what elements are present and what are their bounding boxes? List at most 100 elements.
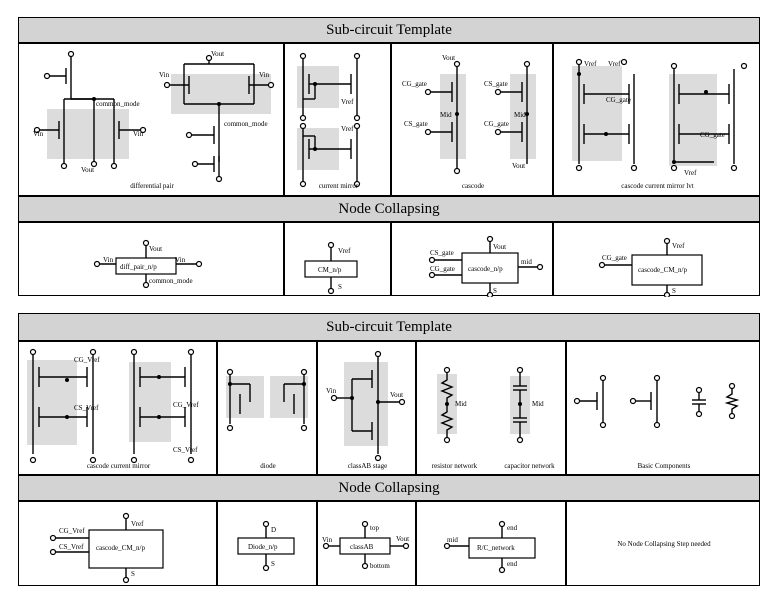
label-s: S [338,283,342,291]
label-top: top [370,524,379,532]
basic-components-schematic [573,374,740,429]
caption-cascode-current-mirror: cascode current mirror [86,462,151,470]
cascode-cm-lvt-schematic: Vref Vref CG_gate CG_gate Vref [572,58,748,177]
label-common-mode: common_mode [149,277,193,285]
cell-collapsed-cascode-cm: CG_gate Vref cascode_CM_n/p S [553,222,760,299]
label-end-top: end [507,524,518,532]
label-s: S [672,287,676,295]
label-vref-1: Vref [341,98,354,106]
label-s: S [131,570,135,578]
block-name: diff_pair_n/p [120,263,157,271]
label-vin-p-left: Vin [159,71,170,79]
label-vin-right: Vin [133,130,144,138]
cell-cascode-current-mirror-lvt: Vref Vref CG_gate CG_gate Vref cascode c… [553,43,760,196]
heading-text: Node Collapsing [338,200,440,217]
differential-pair-schematic: common_mode Vin Vin Vout Vout Vin Vin co… [33,50,275,183]
block-name: Diode_n/p [248,543,278,551]
caption-resistor-network: resistor network [431,462,478,470]
label-d: D [271,526,276,534]
label-bottom: bottom [370,562,390,570]
cell-collapsed-diode: D Diode_n/p S [217,501,317,586]
label-cg-vref-1: CG_Vref [74,356,100,364]
label-vout-1: Vout [442,54,455,62]
label-common-mode: common_mode [96,100,140,108]
label-cs-vref: CS_Vref [59,543,84,551]
cell-collapsed-rc-network: end mid R/C_network end [416,501,566,586]
label-vin: Vin [322,536,333,544]
label-cs-gate: CS_gate [430,249,454,257]
section-heading-subcircuit-template-1: Sub-circuit Template [18,17,760,43]
cascode-schematic: Vout CG_gate CS_gate Mid CS_gate CG_gate… [402,54,536,175]
cell-diode: diode [217,341,317,475]
collapsed-diff-pair-block: Vout Vin Vin diff_pair_n/p common_mode [93,239,203,289]
label-mid: mid [447,536,458,544]
label-vin-p-right: Vin [259,71,270,79]
cell-cascode: Vout CG_gate CS_gate Mid CS_gate CG_gate… [391,43,553,196]
cell-collapsed-cascode-cm-2: CG_Vref CS_Vref Vref cascode_CM_n/p S [18,501,217,586]
label-vout: Vout [493,243,506,251]
label-vout-2: Vout [512,162,525,170]
no-collapsing-text: No Node Collapsing Step needed [617,540,711,548]
label-vin-left: Vin [33,130,44,138]
label-vout: Vout [390,391,403,399]
caption-basic-components: Basic Components [637,462,691,470]
label-vin-right: Vin [175,256,186,264]
label-cg-gate: CG_gate [602,254,627,262]
collapsed-cascode-cm-2-block: CG_Vref CS_Vref Vref cascode_CM_n/p S [49,512,164,584]
caption-classab-stage: classAB stage [347,462,388,470]
label-common-mode-2: common_mode [224,120,268,128]
label-cs-vref-2: CS_Vref [173,446,198,454]
cell-current-mirror: Vref Vref current mirror [284,43,391,196]
block-name: cascode_n/p [468,265,503,273]
cascode-current-mirror-schematic: CG_Vref CS_Vref CG_Vref CS_Vref [27,348,199,464]
label-vref: Vref [672,242,685,250]
cell-basic-components: Basic Components [566,341,760,475]
caption-current-mirror: current mirror [318,182,359,190]
label-cg-gate-b: CG_gate [700,131,725,139]
label-mid-2: Mid [514,111,526,119]
label-vout: Vout [149,245,162,253]
classab-schematic: Vin Vout [326,350,406,462]
collapsed-rc-block: end mid R/C_network end [443,520,536,574]
current-mirror-schematic: Vref Vref [297,52,361,188]
collapsed-cascode-cm-block: CG_gate Vref cascode_CM_n/p S [598,237,703,299]
label-vref-a: Vref [584,60,597,68]
cell-collapsed-classab: top Vin Vout classAB bottom [317,501,416,586]
label-s: S [493,287,497,295]
section-heading-subcircuit-template-2: Sub-circuit Template [18,313,760,341]
section-heading-node-collapsing-2: Node Collapsing [18,475,760,501]
cell-collapsed-cascode: CS_gate CG_gate Vout mid cascode_n/p S [391,222,553,299]
block-name: cascode_CM_n/p [96,544,145,552]
heading-text: Sub-circuit Template [326,318,452,335]
label-cg-vref: CG_Vref [59,527,85,535]
block-name: CM_n/p [318,266,342,274]
caption-cascode: cascode [461,182,485,190]
collapsed-cm-block: Vref CM_n/p S [304,241,358,295]
diode-schematic [226,368,308,432]
rc-network-schematic: Mid Mid [437,366,544,444]
label-vref-c: Vref [684,169,697,177]
label-vout: Vout [396,535,409,543]
cell-classab-stage: Vin Vout classAB stage [317,341,416,475]
label-cs-gate-2: CS_gate [484,80,508,88]
cell-no-collapsing: No Node Collapsing Step needed [566,501,760,586]
label-vin-left: Vin [103,256,114,264]
label-vout: Vout [81,166,94,174]
collapsed-classab-block: top Vin Vout classAB bottom [322,520,409,570]
label-end-bottom: end [507,560,518,568]
block-name: cascode_CM_n/p [638,266,687,274]
label-cg-gate-1: CG_gate [402,80,427,88]
cell-differential-pair: common_mode Vin Vin Vout Vout Vin Vin co… [18,43,284,196]
section-heading-node-collapsing-1: Node Collapsing [18,196,760,222]
label-mid-capacitor: Mid [532,400,544,408]
cell-resistor-capacitor-network: Mid Mid resistor network capacitor netwo… [416,341,566,475]
heading-text: Node Collapsing [338,479,440,496]
block-name: R/C_network [477,544,515,552]
collapsed-cascode-block: CS_gate CG_gate Vout mid cascode_n/p S [428,235,544,299]
label-vref-b: Vref [608,60,621,68]
label-mid-1: Mid [440,111,452,119]
label-cg-gate-a: CG_gate [606,96,631,104]
label-vref: Vref [131,520,144,528]
cell-cascode-current-mirror: CG_Vref CS_Vref CG_Vref CS_Vref cascode … [18,341,217,475]
cell-collapsed-cm: Vref CM_n/p S [284,222,391,296]
